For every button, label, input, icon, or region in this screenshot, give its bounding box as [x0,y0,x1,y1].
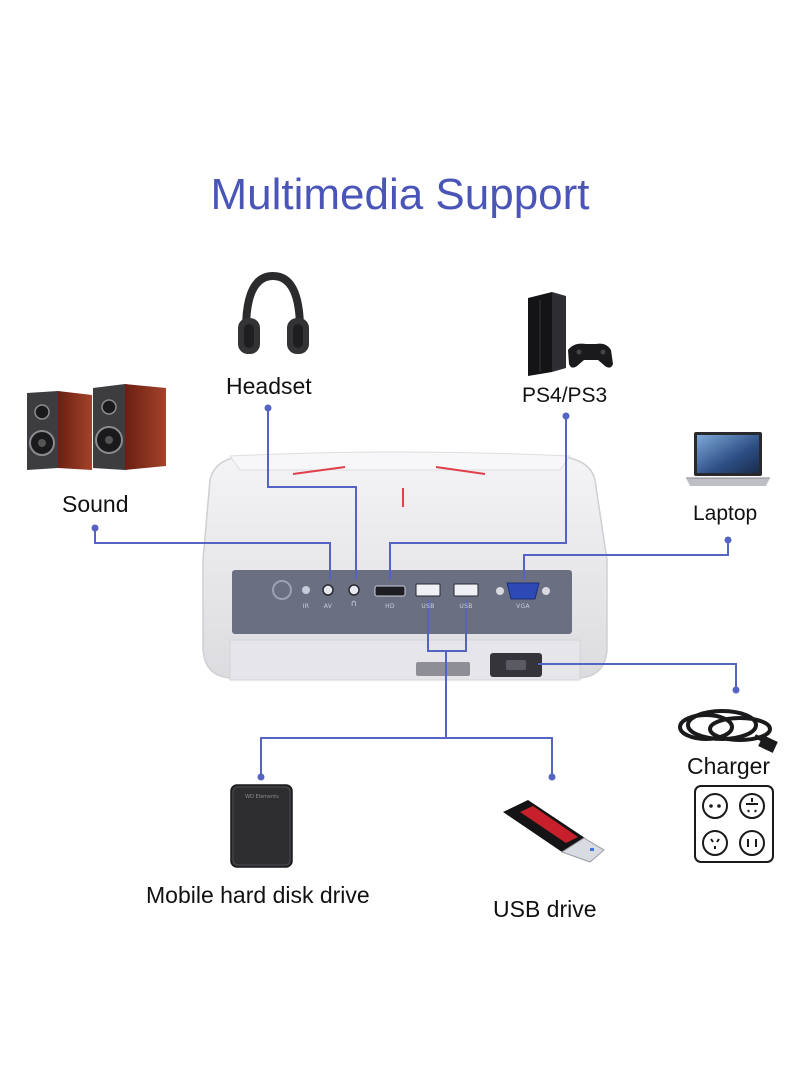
label-usb: USB drive [493,896,597,922]
laptop-icon [686,432,770,486]
headphone-jack [348,584,360,596]
line-usb-branch [260,737,553,777]
hdmi-port [374,585,406,597]
connector-lines [94,408,737,777]
speakers-icon [27,384,166,470]
line-charger [538,663,737,690]
ir-sensor [302,586,310,594]
av-jack [322,584,334,596]
port-panel [232,570,572,634]
port-label-headphone: ∩ [350,599,358,609]
power-button [272,580,292,600]
hard-disk-icon [230,784,293,868]
port-label-ir: IR [302,603,310,610]
accent-stripe-right [435,466,486,475]
connector-dots [91,404,740,781]
label-ps: PS4/PS3 [522,384,608,407]
accent-stripe-left [292,466,346,475]
label-hdd: Mobile hard disk drive [146,882,370,908]
label-headset: Headset [226,373,312,399]
usb-stick-icon [503,800,605,863]
usb-port-1 [415,583,441,597]
port-label-vga: VGA [516,603,530,610]
vga-port [496,582,550,600]
line-ps [389,416,567,580]
line-sound [94,528,331,580]
game-console-icon [528,292,613,376]
port-label-hd: HD [385,603,395,610]
hdd-brand-label: WD Elements [245,794,279,800]
port-label-usb-1: USB [421,603,435,610]
label-laptop: Laptop [693,502,758,525]
label-charger: Charger [687,753,771,779]
power-cable-icon [678,709,778,753]
usb-port-2 [453,583,479,597]
vent-grille [416,662,470,676]
line-laptop [523,540,729,580]
label-sound: Sound [62,491,129,517]
wall-socket-icon [694,785,774,863]
headset-icon [238,271,309,354]
page-title: Multimedia Support [210,170,590,219]
port-label-usb-2: USB [459,603,473,610]
port-label-av: AV [323,603,333,610]
projector [202,451,608,681]
line-headset [267,408,357,580]
